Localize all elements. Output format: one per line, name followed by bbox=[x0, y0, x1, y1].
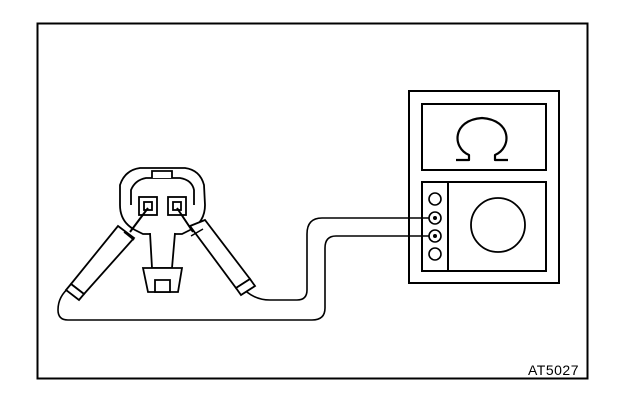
connector-stem bbox=[149, 232, 176, 269]
terminal-1 bbox=[428, 192, 442, 206]
lead-wire-lower bbox=[57, 235, 429, 321]
probe-left bbox=[64, 207, 149, 302]
probe-left-body bbox=[69, 224, 136, 296]
probe-left-tip bbox=[129, 207, 149, 233]
figure-code-label: AT5027 bbox=[528, 362, 579, 378]
probe-right-body bbox=[188, 218, 252, 290]
lead-wire-upper bbox=[239, 217, 429, 301]
connector-pin-left bbox=[143, 201, 153, 211]
terminal-4 bbox=[428, 247, 442, 261]
ohmmeter bbox=[408, 90, 560, 284]
probe-right-tip bbox=[176, 207, 194, 233]
meter-leads bbox=[57, 217, 429, 321]
terminal-3-pin bbox=[433, 234, 437, 238]
connector-base-slot bbox=[154, 279, 171, 293]
terminal-2-pin bbox=[433, 216, 437, 220]
meter-dial bbox=[470, 197, 526, 253]
probe-left-grip bbox=[64, 282, 86, 302]
probe-left-band bbox=[123, 231, 135, 241]
figure-frame bbox=[36, 22, 589, 380]
connector-notch bbox=[151, 170, 173, 178]
probe-right bbox=[176, 207, 257, 297]
ohm-icon bbox=[456, 116, 508, 162]
ohmmeter-display bbox=[421, 103, 547, 171]
probe-right-grip bbox=[234, 277, 257, 297]
connector-pin-right bbox=[172, 201, 182, 211]
probe-right-band bbox=[190, 228, 204, 237]
